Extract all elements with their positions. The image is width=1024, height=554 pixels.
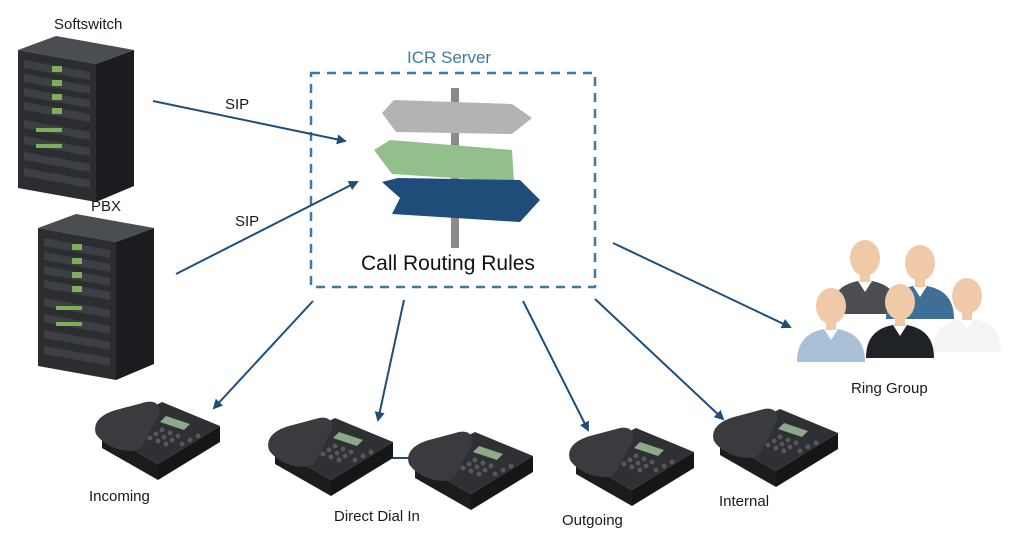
pbx-server-icon	[38, 214, 154, 380]
arrow-ring-group	[612, 242, 792, 329]
internal-phone-icon	[713, 408, 838, 487]
softswitch-label: Softswitch	[54, 16, 123, 33]
sip-arrow-pbx	[175, 181, 359, 275]
arrow-internal	[594, 298, 725, 421]
sip-label-top: SIP	[225, 96, 250, 113]
outgoing-label: Outgoing	[562, 512, 623, 529]
sip-label-bottom: SIP	[235, 213, 260, 230]
ring-group-people-icon	[797, 240, 1001, 362]
incoming-phone-icon	[95, 401, 220, 480]
call-routing-rules-label: Call Routing Rules	[361, 252, 535, 275]
icr-server-title: ICR Server	[407, 48, 492, 67]
direct-dial-phone-icon	[268, 417, 393, 496]
arrow-incoming	[212, 300, 314, 410]
softswitch-server-icon	[18, 36, 134, 202]
sip-arrow-softswitch	[152, 100, 347, 145]
arrow-direct-dial-in	[374, 299, 405, 422]
icr-server-box	[309, 71, 597, 289]
arrow-outgoing	[522, 300, 589, 432]
pbx-label: PBX	[91, 198, 122, 215]
ring-group-label: Ring Group	[851, 380, 928, 397]
forward-phone-icon	[408, 431, 533, 510]
internal-label: Internal	[719, 493, 770, 510]
outgoing-phone-icon	[569, 427, 694, 506]
signpost-icon	[374, 88, 540, 248]
direct-dial-in-label: Direct Dial In	[334, 508, 420, 525]
incoming-label: Incoming	[89, 488, 150, 505]
